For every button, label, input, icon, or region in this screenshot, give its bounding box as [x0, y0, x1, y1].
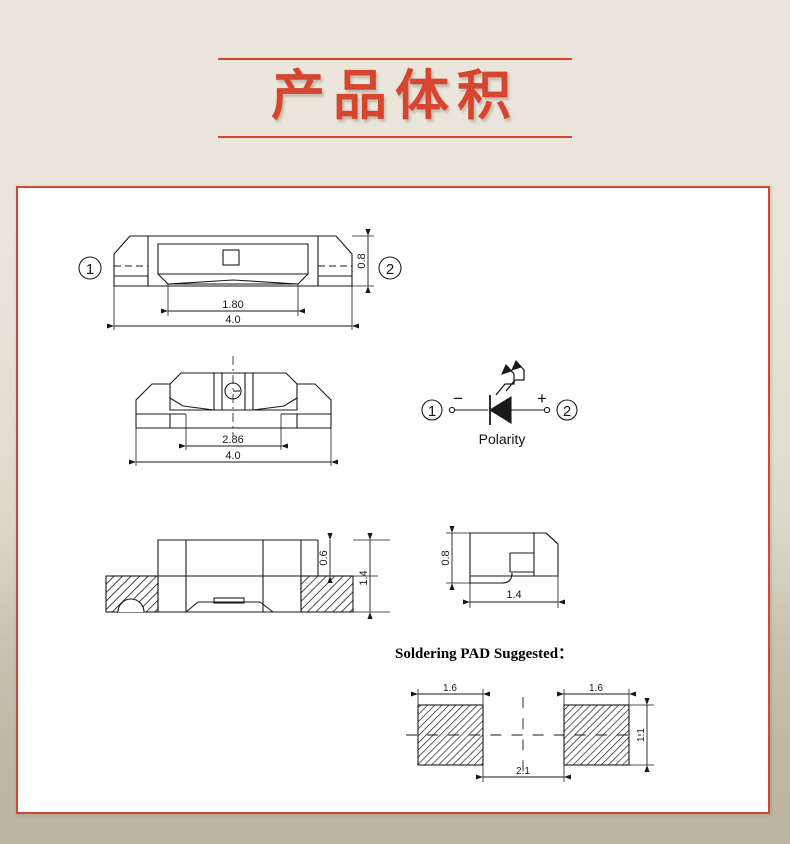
polarity-positive-sign: +	[537, 389, 547, 408]
title-rule-bottom	[218, 136, 572, 138]
top-view-terminal-2-label: 2	[386, 261, 394, 278]
polarity-caption: Polarity	[479, 431, 526, 447]
top-view-dim-inner-width: 1.80	[222, 299, 243, 311]
bottom-view-dim-inner-width: 2.86	[222, 434, 243, 446]
side-view-dim-width: 1.4	[506, 589, 521, 601]
pad-dim-gap: 2.1	[516, 766, 530, 777]
polarity-drawing	[421, 359, 578, 425]
side-view-dim-height: 0.8	[440, 550, 452, 565]
soldering-pad-title: Soldering PAD Suggested：	[395, 646, 573, 662]
polarity-terminal-2-label: 2	[563, 403, 571, 420]
top-view-terminal-1-label: 1	[86, 261, 94, 278]
polarity-terminal-1-label: 1	[428, 403, 436, 420]
pad-dim-height: 1.1	[636, 728, 647, 742]
drawing-canvas: 1 2 1.80 4.0 0.8 2.86 4.0 1 2 − + Polari…	[18, 188, 768, 812]
bottom-view-dim-overall-width: 4.0	[225, 450, 240, 462]
cross-section-drawing	[105, 532, 390, 620]
section-dim-pad-height: 0.6	[318, 550, 330, 565]
side-profile-drawing	[446, 525, 566, 608]
top-view-dim-height: 0.8	[356, 253, 368, 268]
page-title: 产品体积	[271, 64, 519, 127]
pad-dim-right-width: 1.6	[589, 683, 603, 694]
soldering-pad-drawing	[406, 689, 654, 782]
title-rule-top	[218, 58, 572, 60]
drawing-panel: 1 2 1.80 4.0 0.8 2.86 4.0 1 2 − + Polari…	[16, 186, 770, 814]
pad-dim-left-width: 1.6	[443, 683, 457, 694]
top-view-dim-overall-width: 4.0	[225, 314, 240, 326]
bottom-view-drawing	[128, 356, 339, 466]
section-dim-total-height: 1.4	[358, 570, 370, 585]
page-header: 产品体积	[0, 44, 790, 154]
top-view-drawing	[78, 228, 402, 330]
polarity-negative-sign: −	[453, 389, 463, 408]
